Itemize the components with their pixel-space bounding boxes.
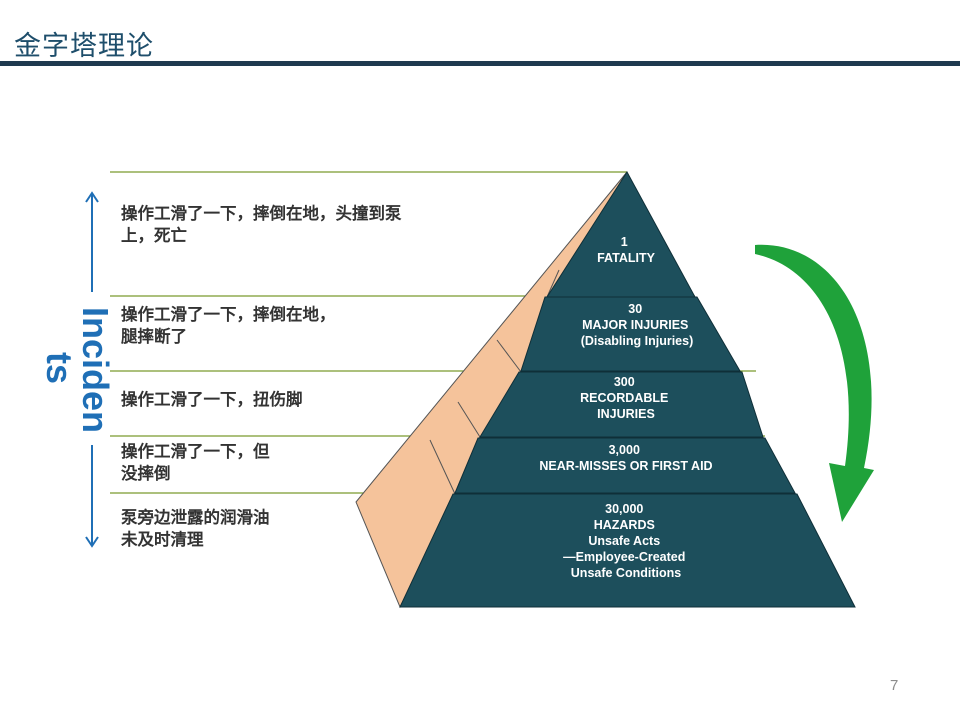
slide-title: 金字塔理论 (14, 31, 154, 62)
level-1-label: 1 FATALITY (597, 235, 656, 265)
level-5-label: 30,000 HAZARDS Unsafe Acts —Employee-Cre… (563, 502, 689, 580)
side-face-dividers (429, 269, 560, 495)
green-curved-arrow (755, 244, 874, 523)
example-3: 操作工滑了一下，扭伤脚 (121, 390, 303, 409)
example-5: 泵旁边泄露的润滑油 未及时清理 (121, 508, 270, 549)
arrow-body (755, 244, 874, 523)
level-2-label: 30 MAJOR INJURIES (Disabling Injuries) (581, 302, 694, 348)
incidents-axis-label: Inciden ts (39, 307, 116, 433)
page-number: 7 (890, 677, 899, 694)
example-1: 操作工滑了一下，摔倒在地，头撞到泵 上，死亡 (121, 204, 402, 245)
axis-label-line1: Inciden (75, 307, 116, 433)
pyramid-level-2 (520, 296, 741, 372)
pyramid-level-4 (454, 437, 796, 494)
level-3-label: 300 RECORDABLE INJURIES (580, 375, 672, 421)
example-2: 操作工滑了一下，摔倒在地， 腿摔断了 (121, 305, 336, 346)
pyramid-level-5 (399, 493, 856, 608)
pyramid-level-3 (479, 371, 764, 438)
incidents-axis-arrow (85, 191, 99, 548)
up-arrowhead (85, 191, 99, 203)
down-arrowhead (85, 536, 99, 548)
example-4: 操作工滑了一下，但 没摔倒 (121, 442, 270, 483)
level-4-label: 3,000 NEAR-MISSES OR FIRST AID (539, 443, 712, 473)
pyramid-front (399, 171, 856, 608)
axis-label-line2: ts (39, 352, 80, 384)
title-underline (0, 61, 960, 66)
